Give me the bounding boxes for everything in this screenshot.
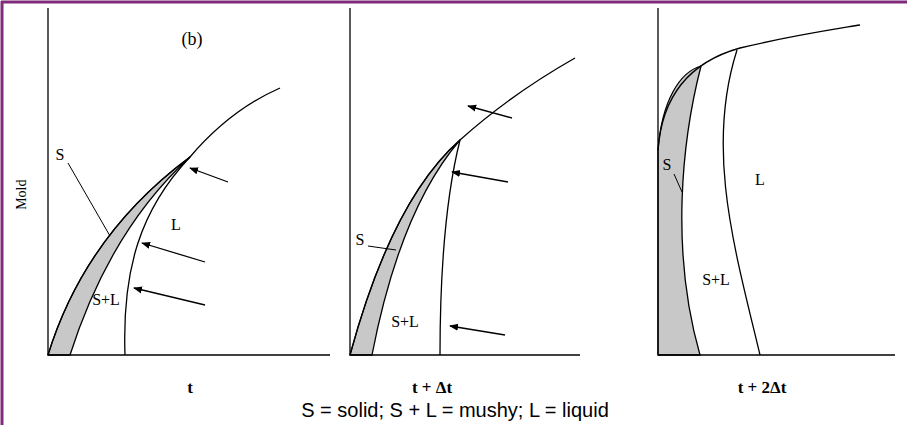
time-axis: [48, 354, 330, 355]
phase-label: L: [755, 171, 765, 189]
solid-region: [350, 140, 460, 355]
flow-arrow: [142, 243, 205, 262]
time-axis: [658, 354, 895, 355]
flow-arrow: [468, 106, 512, 118]
flow-arrow: [452, 172, 508, 182]
time-label: t + Δt: [412, 379, 452, 398]
phase-label: S+L: [92, 291, 120, 309]
legend-note: S = solid; S + L = mushy; L = liquid: [301, 399, 609, 421]
liquidus-line: [125, 157, 190, 355]
time-axis: [350, 354, 580, 355]
phase-label: L: [171, 216, 181, 234]
solid-region: [658, 66, 701, 355]
phase-label: S+L: [702, 271, 730, 289]
time-label: t + 2Δt: [738, 379, 787, 398]
casting-surface: [658, 25, 860, 150]
frame-border: [1, 1, 4, 425]
panel-one: [48, 8, 330, 355]
leader-line: [368, 246, 396, 250]
casting-surface: [48, 88, 280, 355]
phase-label: S: [356, 231, 365, 249]
mold-wall: [349, 8, 350, 355]
leader-line: [674, 174, 682, 192]
axis-label: Mold: [14, 180, 29, 210]
panel-tag: (b): [182, 30, 203, 50]
leader-line: [68, 163, 110, 236]
flow-arrow: [134, 288, 205, 305]
solid-region: [48, 157, 190, 355]
liquidus-line: [723, 50, 760, 355]
phase-label: S+L: [391, 313, 419, 331]
phase-label: S: [56, 146, 65, 164]
flow-arrow: [190, 168, 228, 182]
mold-wall: [47, 8, 48, 355]
mold-wall: [657, 8, 658, 355]
panel-two: [350, 8, 580, 355]
time-label: t: [187, 379, 193, 398]
casting-surface: [350, 58, 575, 355]
flow-arrow: [450, 326, 505, 335]
panel-three: [658, 8, 895, 355]
phase-label: S: [663, 156, 672, 174]
frame-border: [1, 1, 907, 4]
